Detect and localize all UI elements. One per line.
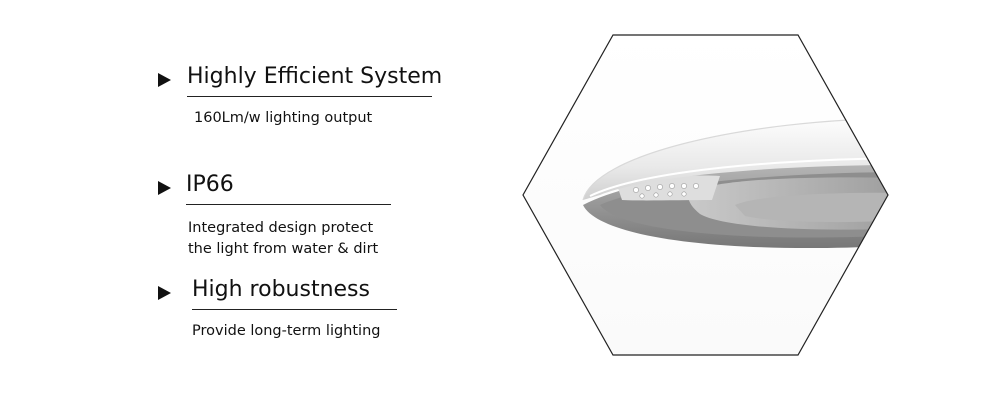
feature-title: IP66: [186, 171, 391, 205]
arrow-right-icon: [158, 286, 171, 300]
hexagon-frame: [522, 34, 889, 356]
feature-robustness: High robustness Provide long-term lighti…: [158, 276, 397, 342]
feature-title: High robustness: [192, 276, 397, 310]
feature-heading: Highly Efficient System: [158, 63, 442, 97]
feature-title: Highly Efficient System: [187, 63, 442, 97]
arrow-right-icon: [158, 181, 171, 195]
feature-efficiency: Highly Efficient System 160Lm/w lighting…: [158, 63, 442, 129]
feature-ip66: IP66 Integrated design protect the light…: [158, 171, 391, 260]
feature-description: Integrated design protect the light from…: [188, 220, 379, 257]
feature-heading: IP66: [158, 171, 391, 205]
feature-description: 160Lm/w lighting output: [194, 110, 373, 126]
feature-description: Provide long-term lighting: [192, 323, 381, 339]
fixture-render: [523, 35, 888, 355]
arrow-right-icon: [158, 73, 171, 87]
feature-heading: High robustness: [158, 276, 397, 310]
